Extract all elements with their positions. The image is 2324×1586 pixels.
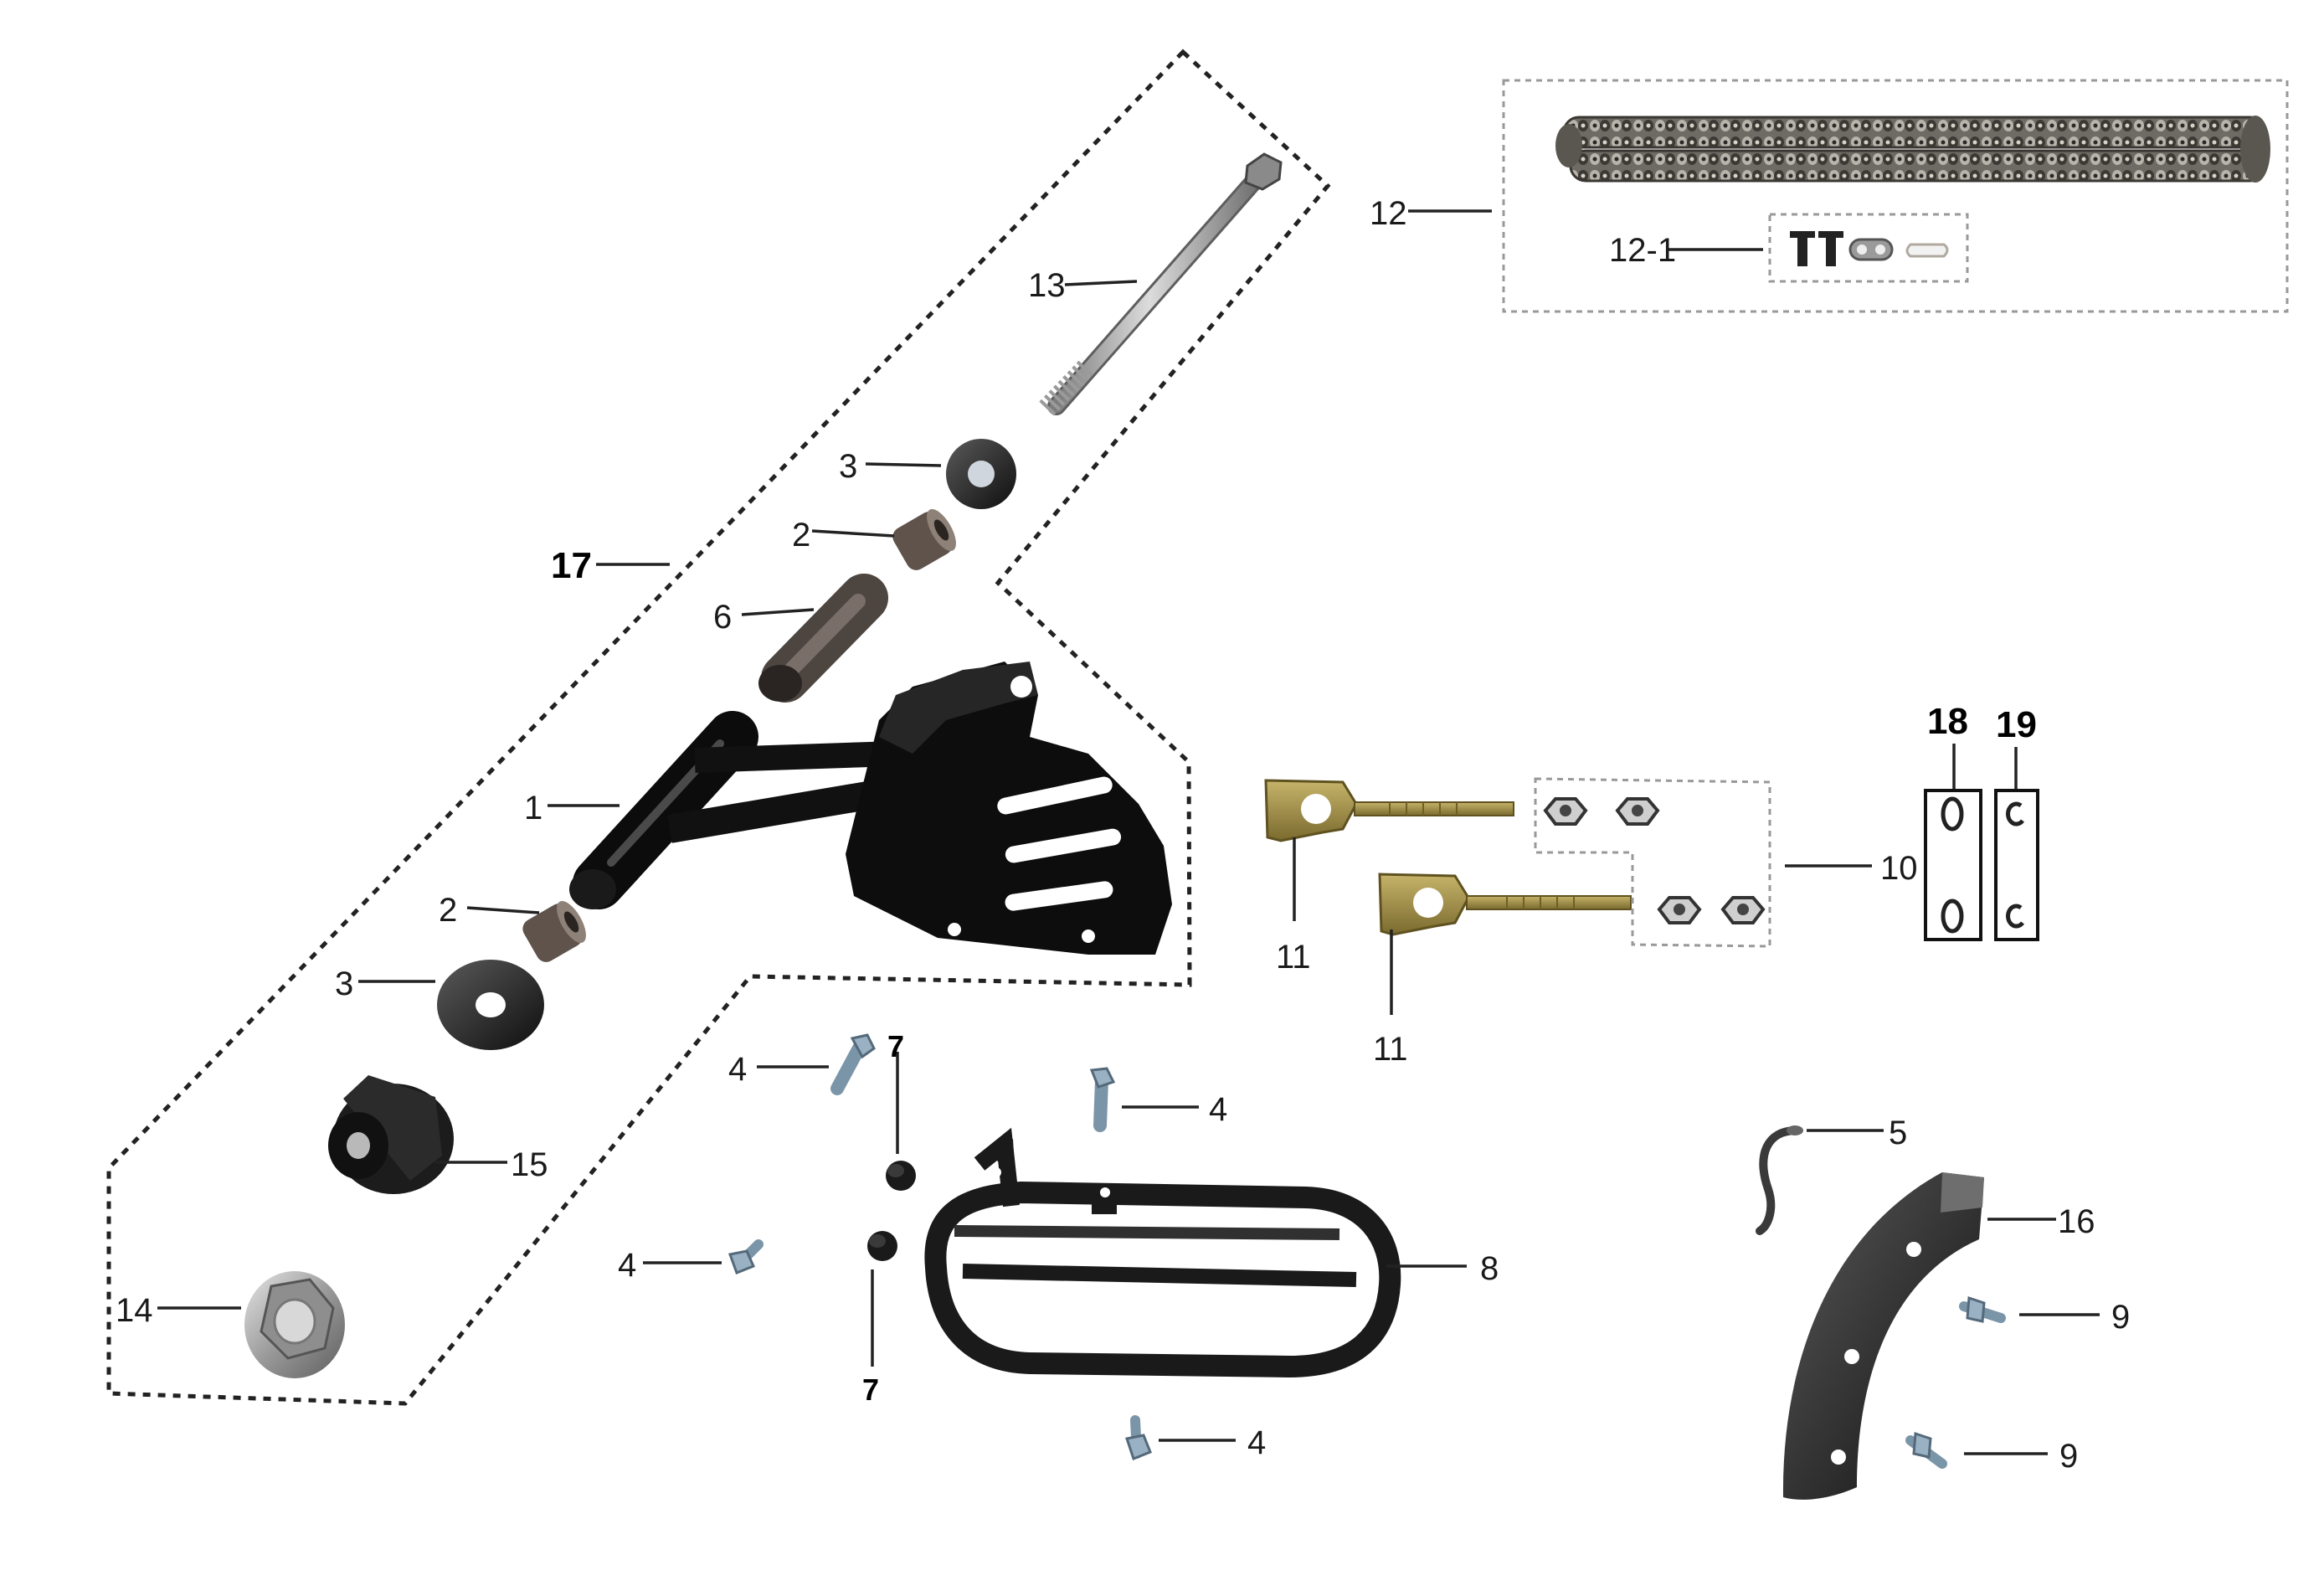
chain-adjuster-group: 11 11 10	[1264, 777, 1918, 1068]
screw-4c-part	[728, 1239, 764, 1274]
callout-16: 16	[2058, 1203, 2095, 1240]
chain-guard-part	[1782, 1172, 1984, 1500]
kit-box-18-group: 18	[1924, 701, 1982, 941]
callout-7b: 7	[862, 1372, 879, 1407]
callout-17: 17	[551, 545, 592, 586]
callout-11b: 11	[1373, 1031, 1408, 1068]
kit-box-19	[1994, 789, 2039, 941]
callout-10: 10	[1880, 850, 1918, 887]
callout-9b: 9	[2059, 1438, 2078, 1475]
leader-13	[1064, 280, 1138, 286]
callout-5: 5	[1889, 1115, 1907, 1151]
chain-clip-part	[1756, 1125, 1803, 1235]
callout-15: 15	[511, 1146, 548, 1183]
screw-4b-part	[1089, 1067, 1116, 1132]
footrest-group: 8 4 4 4 4 7	[618, 1029, 1499, 1461]
adjuster-nut-kit-outline	[1534, 777, 1771, 948]
chain-roller-part	[328, 1075, 454, 1194]
callout-4a: 4	[728, 1051, 747, 1088]
guard-screw-9b-part	[1905, 1431, 1947, 1469]
chain-link-kit-part	[1790, 231, 1949, 266]
rubber-bushing-7b-part	[867, 1231, 897, 1261]
callout-3b: 3	[335, 966, 353, 1002]
leader-3a	[865, 462, 942, 467]
callout-7a: 7	[887, 1029, 904, 1063]
drive-chain-part	[1555, 116, 2270, 183]
adjuster-nuts-part	[1543, 797, 1766, 924]
callout-13: 13	[1028, 267, 1066, 304]
chain-link-kit-outline	[1768, 213, 1969, 283]
callout-8: 8	[1480, 1250, 1499, 1287]
callout-19: 19	[1996, 704, 2037, 745]
callout-1: 1	[524, 790, 542, 826]
chain-group-outline	[1502, 79, 2289, 313]
callout-3a: 3	[839, 448, 857, 485]
callout-4d: 4	[1247, 1424, 1266, 1461]
chain-assembly-group: 12 12-1	[1370, 79, 2289, 313]
callout-4b: 4	[1209, 1091, 1227, 1128]
upper-washer-part	[946, 439, 1016, 509]
kit-box-19-group: 19	[1994, 704, 2039, 941]
lower-washer-part	[437, 960, 544, 1050]
flange-nut-part	[244, 1271, 345, 1378]
callout-12: 12	[1370, 195, 1407, 232]
chain-adjuster-lower-part	[1378, 873, 1632, 936]
swingarm-group-outline	[106, 49, 1331, 1406]
screw-4d-part	[1125, 1415, 1152, 1460]
callout-18: 18	[1927, 701, 1968, 742]
kit-box-18	[1924, 789, 1982, 941]
callout-2b: 2	[439, 892, 457, 929]
screw-4a-part	[830, 1033, 876, 1095]
guard-screw-9a-part	[1959, 1295, 2006, 1323]
leader-6	[741, 608, 815, 616]
callout-9a: 9	[2111, 1299, 2130, 1336]
rubber-bushing-7a-part	[886, 1161, 916, 1191]
chain-guard-group: 5 16 9 9	[1756, 1115, 2130, 1500]
callout-6: 6	[713, 599, 732, 636]
swingarm-body-part	[569, 662, 1172, 955]
rear-bumper-part	[924, 1127, 1401, 1378]
callout-2a: 2	[792, 517, 810, 554]
callout-14: 14	[116, 1292, 153, 1329]
swingarm-assembly-group: 17 13 3 2	[106, 49, 1331, 1406]
upper-bushing-part	[892, 509, 956, 570]
leader-2a	[811, 529, 895, 538]
callout-12-1: 12-1	[1609, 232, 1676, 269]
pivot-sleeve-part	[758, 574, 888, 703]
callout-4c: 4	[618, 1247, 636, 1284]
leader-2b	[466, 906, 540, 914]
chain-adjuster-upper-part	[1264, 779, 1514, 842]
pivot-bolt-part	[1039, 152, 1283, 416]
lower-bushing-part	[522, 901, 586, 962]
callout-11a: 11	[1276, 939, 1311, 976]
